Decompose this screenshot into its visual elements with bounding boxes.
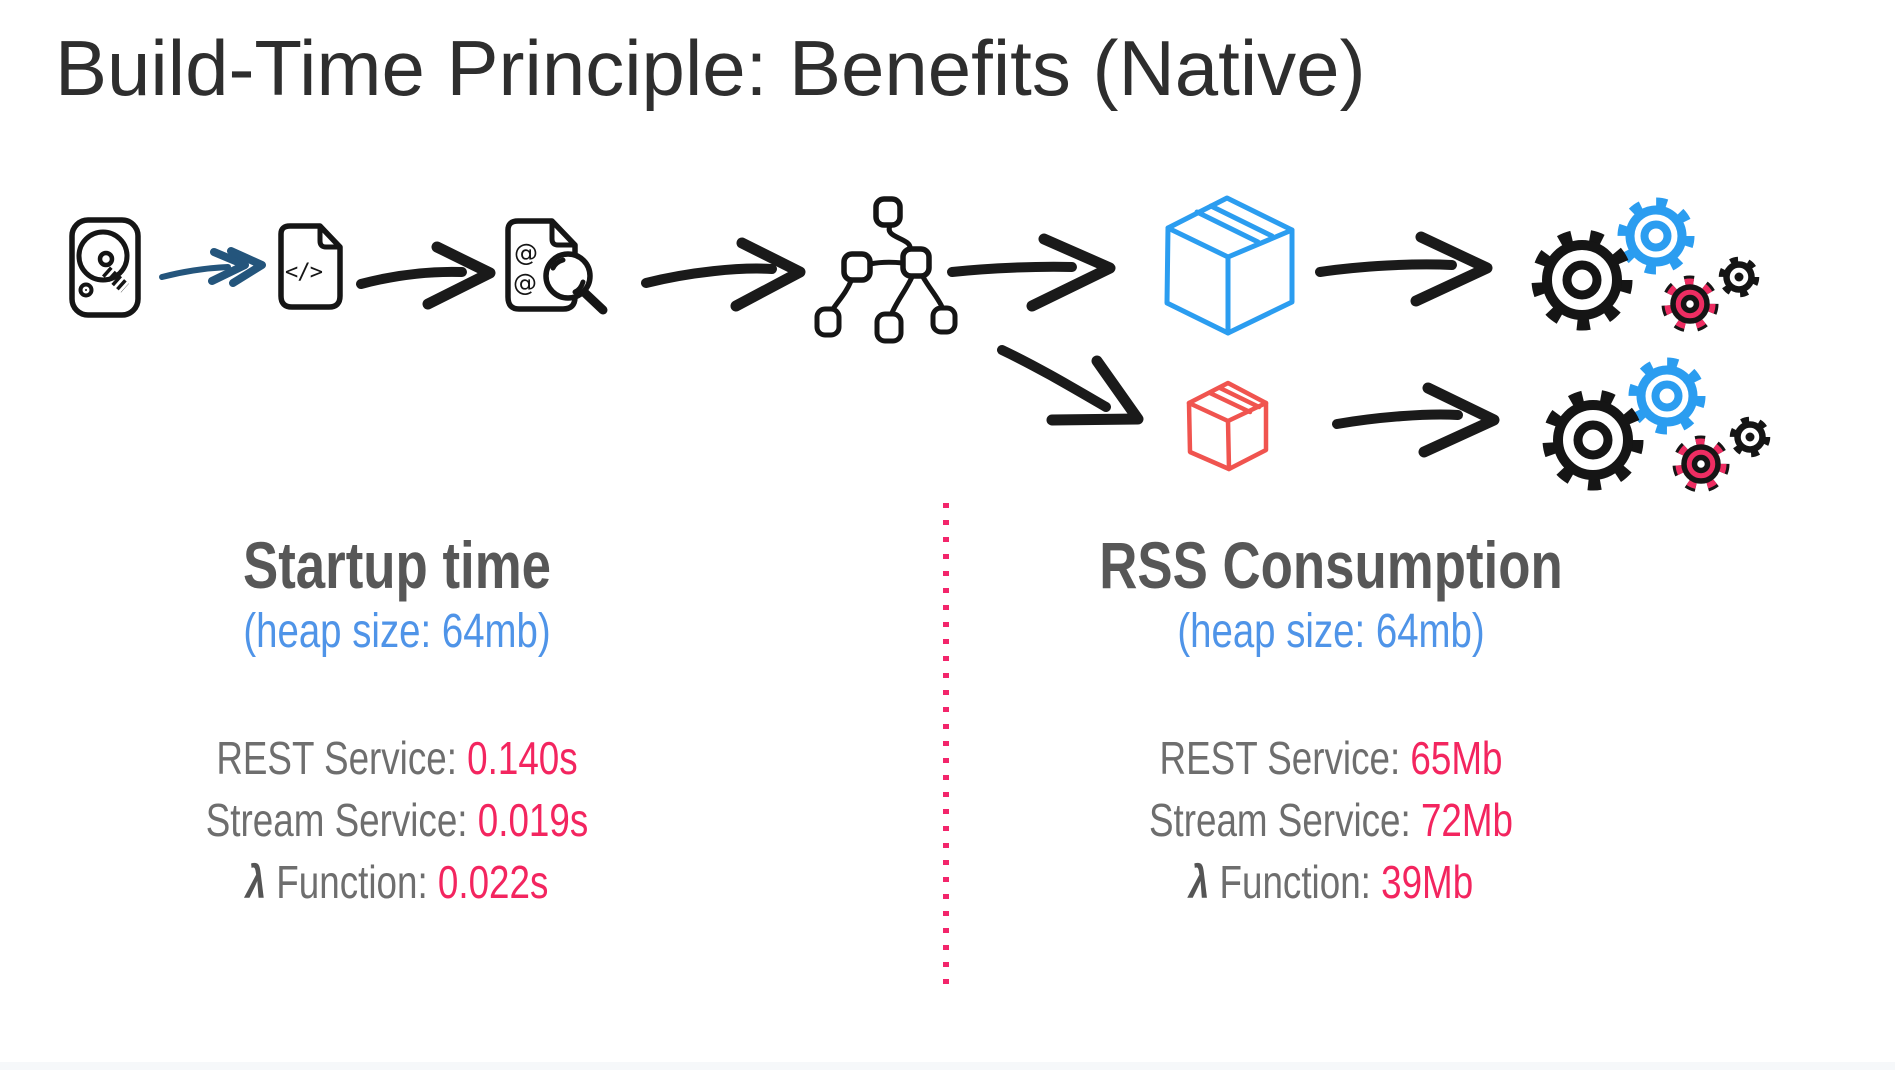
metric-label: Stream Service: xyxy=(1148,794,1411,846)
arrow-native-package-to-gears xyxy=(1332,382,1500,458)
heap-size-note: (heap size: 64mb) xyxy=(1177,605,1485,658)
metric-value: 0.019s xyxy=(477,794,589,846)
lambda-glyph: λ xyxy=(1188,856,1210,908)
metric-row: Stream Service: 72Mb xyxy=(1051,789,1611,851)
panel-heading: Startup time xyxy=(242,528,552,602)
metric-row: λ Function: 0.022s xyxy=(117,851,677,913)
metric-label: REST Service: xyxy=(216,732,457,784)
code-glyph: </> xyxy=(285,260,323,285)
native-runtime-gears-icon xyxy=(1549,363,1767,486)
metric-label: Function: xyxy=(276,856,428,908)
dependency-graph-icon xyxy=(814,196,958,344)
lambda-glyph: λ xyxy=(245,856,267,908)
metrics-list: REST Service: 0.140s Stream Service: 0.0… xyxy=(117,727,677,913)
metric-value: 72Mb xyxy=(1420,794,1514,846)
metric-value: 0.022s xyxy=(437,856,549,908)
metric-label: REST Service: xyxy=(1159,732,1401,784)
startup-time-panel: Startup time (heap size: 64mb) REST Serv… xyxy=(117,528,677,913)
metric-label: Stream Service: xyxy=(205,794,468,846)
arrow-source-to-scan xyxy=(356,241,496,310)
metric-row: Stream Service: 0.019s xyxy=(117,789,677,851)
metric-row: REST Service: 65Mb xyxy=(1051,727,1611,789)
build-flow-diagram: </> @ @ xyxy=(69,195,1895,520)
metric-value: 39Mb xyxy=(1381,856,1474,908)
at-glyph: @ xyxy=(514,239,538,267)
arrow-disk-to-source xyxy=(159,247,266,287)
page-title: Build-Time Principle: Benefits (Native) xyxy=(55,24,1366,112)
jvm-package-icon xyxy=(1164,195,1295,336)
source-file-icon: </> xyxy=(278,223,343,310)
metrics-list: REST Service: 65Mb Stream Service: 72Mb … xyxy=(1051,727,1611,913)
arrow-graph-to-jvm-package xyxy=(947,233,1116,312)
jvm-runtime-gears-icon xyxy=(1538,203,1756,326)
native-package-icon xyxy=(1186,380,1269,472)
metric-row: REST Service: 0.140s xyxy=(117,727,677,789)
arrow-scan-to-graph xyxy=(641,237,806,312)
arrow-jvm-package-to-gears xyxy=(1315,231,1493,307)
dotted-divider xyxy=(943,503,949,991)
metric-row: λ Function: 39Mb xyxy=(1051,851,1611,913)
metric-value: 0.140s xyxy=(467,732,578,784)
slide-bottom-edge xyxy=(0,1062,1895,1070)
hard-drive-icon xyxy=(69,217,141,318)
heap-size-note: (heap size: 64mb) xyxy=(243,605,551,658)
arrow-graph-to-native-package xyxy=(997,345,1144,426)
annotation-scan-icon: @ @ xyxy=(505,218,608,315)
rss-consumption-panel: RSS Consumption (heap size: 64mb) REST S… xyxy=(1051,528,1611,913)
at-glyph: @ xyxy=(513,269,537,297)
metric-label: Function: xyxy=(1219,856,1371,908)
panel-heading: RSS Consumption xyxy=(1099,528,1563,602)
metric-value: 65Mb xyxy=(1410,732,1503,784)
